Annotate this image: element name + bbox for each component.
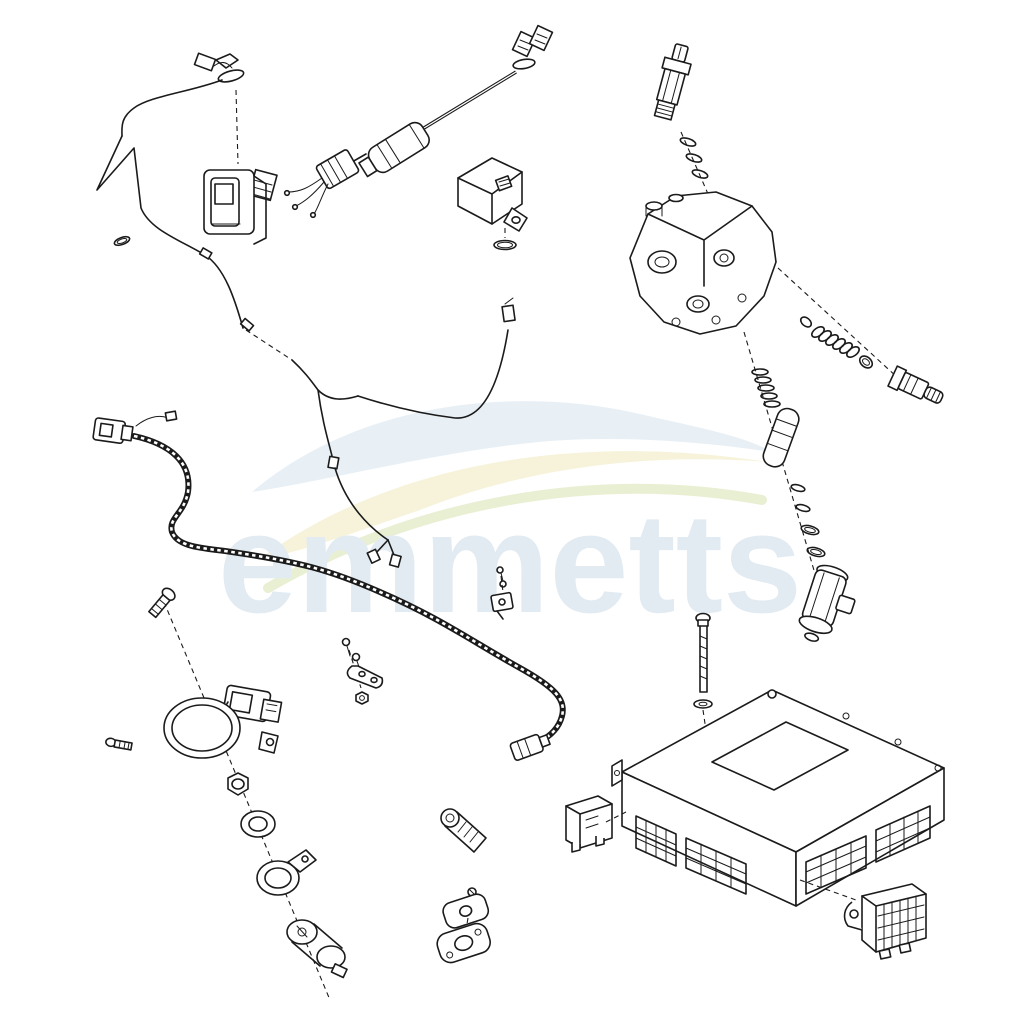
mounting-bolt	[440, 808, 487, 853]
harness-switch-assembly	[96, 52, 516, 568]
relay-module	[799, 879, 927, 960]
ecu-module-assembly	[611, 612, 945, 907]
pressure-sensor	[457, 157, 528, 251]
hydraulic-valve-assembly	[629, 43, 944, 642]
clamp-bracket-small	[341, 637, 384, 705]
ignition-switch-assembly	[105, 587, 348, 1001]
corrugated-hose-harness	[92, 410, 566, 761]
clip-bracket-small	[490, 566, 514, 620]
fuse-relay	[565, 795, 627, 853]
watermark-swoosh	[252, 401, 772, 593]
sensor-cable-assembly	[283, 24, 554, 219]
cable-clamp	[436, 887, 491, 964]
